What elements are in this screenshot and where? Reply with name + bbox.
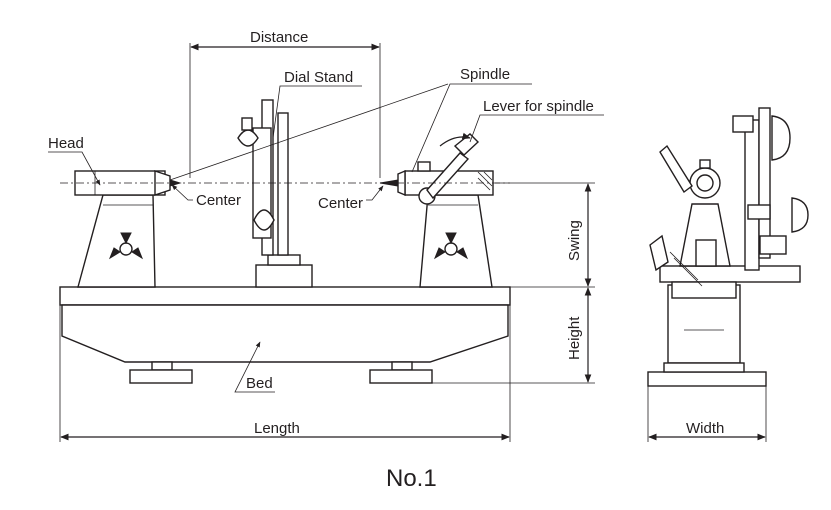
label-distance: Distance xyxy=(250,29,308,46)
label-center-right: Center xyxy=(318,195,363,212)
bed xyxy=(59,286,511,384)
head-right xyxy=(379,133,494,288)
swing-height-dimension xyxy=(432,182,595,384)
figure-caption: No.1 xyxy=(386,465,437,492)
label-lever-for-spindle: Lever for spindle xyxy=(483,98,594,115)
side-lever xyxy=(659,144,693,194)
label-bed: Bed xyxy=(246,375,273,392)
length-dimension xyxy=(59,305,511,442)
side-view: Width xyxy=(647,107,809,442)
dial-stand xyxy=(237,99,313,288)
head-left xyxy=(74,170,182,288)
width-dimension xyxy=(647,386,767,442)
side-base xyxy=(647,371,767,387)
label-spindle: Spindle xyxy=(460,66,510,83)
label-height: Height xyxy=(566,316,583,360)
distance-dimension xyxy=(189,43,381,178)
label-dial-stand: Dial Stand xyxy=(284,69,353,86)
front-view: Distance Dial Stand Spindle Lever for sp… xyxy=(48,29,604,442)
label-head: Head xyxy=(48,135,84,152)
label-length: Length xyxy=(254,420,300,437)
leader-lines xyxy=(48,83,604,393)
label-center-left: Center xyxy=(196,192,241,209)
label-swing: Swing xyxy=(566,220,583,261)
label-width: Width xyxy=(686,420,724,437)
